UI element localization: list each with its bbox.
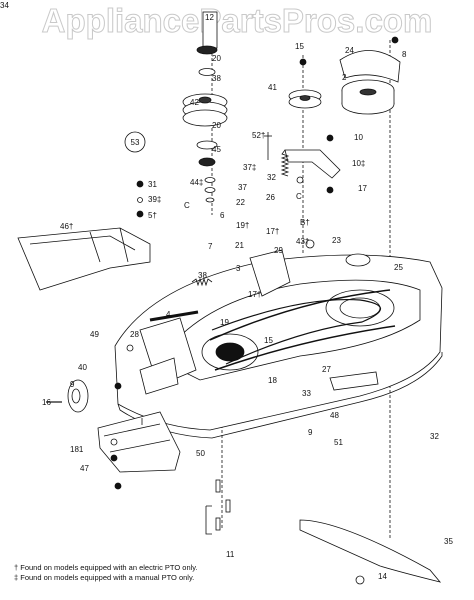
callout-28: 5† (148, 211, 157, 220)
callout-37: 43† (296, 237, 309, 246)
callout-54: 32 (430, 432, 439, 441)
callout-3: 8 (402, 50, 407, 59)
section-number: 53 (131, 138, 140, 147)
callout-59: 50 (196, 449, 205, 458)
callout-61: 35 (444, 537, 453, 546)
callout-18: 17 (358, 184, 367, 193)
callout-32: 7 (208, 242, 213, 251)
callout-51: 33 (302, 389, 311, 398)
callout-0: 12 (205, 13, 214, 22)
callout-16: 37‡ (243, 163, 256, 172)
callout-17: 37 (238, 183, 247, 192)
callout-62: 14 (378, 572, 387, 581)
callout-46: 28 (130, 330, 139, 339)
callout-26: C (296, 192, 302, 201)
callout-23: C (184, 201, 190, 210)
belt-guard-24 (339, 50, 401, 83)
callout-41: 4 (166, 310, 171, 319)
blade-35 (299, 519, 442, 583)
idler-bracket-4 (249, 249, 291, 297)
callout-47: 40 (78, 363, 87, 372)
drive-belt (211, 299, 382, 365)
section-badge: 53 (124, 131, 146, 153)
callout-38: 3 (236, 264, 241, 273)
spindle-housing-2 (341, 79, 395, 115)
callout-13: 34 (0, 1, 9, 10)
hanger-bracket (139, 357, 179, 395)
callout-7: 2 (342, 73, 347, 82)
callout-42: 17† (248, 290, 261, 299)
callout-11: 20 (212, 121, 221, 130)
callout-34: 46† (60, 222, 73, 231)
callout-49: 9 (70, 380, 75, 389)
discharge-chute-23 (17, 227, 151, 291)
callout-31: 19† (236, 221, 249, 230)
callout-57: 47 (80, 464, 89, 473)
callout-27: 32 (267, 173, 276, 182)
idler-arm-45 (284, 149, 341, 179)
callout-53: 48 (330, 411, 339, 420)
callout-14: 45 (212, 145, 221, 154)
watermark: AppliancePartsPros.com (41, 2, 433, 40)
callout-8: 42 (190, 98, 199, 107)
callout-39: 25 (394, 263, 403, 272)
callout-22: 39‡ (148, 195, 161, 204)
bearing-20 (196, 45, 218, 55)
idler-pulley-41 (288, 89, 322, 109)
callout-30: B† (300, 218, 310, 227)
callout-45: 49 (90, 330, 99, 339)
bearing-lower (196, 140, 218, 150)
callout-5: 38 (212, 74, 221, 83)
callout-33: 23 (332, 236, 341, 245)
callout-55: 181 (70, 445, 84, 454)
pulley-42 (182, 93, 228, 127)
callout-2: 24 (345, 46, 354, 55)
callout-60: 11 (226, 550, 235, 559)
callout-48: 27 (322, 365, 331, 374)
callout-6: 41 (268, 83, 277, 92)
callout-21: 22 (236, 198, 245, 207)
callout-29: 17† (266, 227, 279, 236)
callout-25: 26 (266, 193, 275, 202)
spacer-34 (198, 157, 216, 167)
wheel-bracket-50 (97, 411, 181, 473)
footnote-manual-pto: ‡ Found on models equipped with a manual… (14, 573, 195, 582)
callout-20: 44‡ (190, 178, 203, 187)
callout-40: 38 (198, 271, 207, 280)
callout-52: 16 (42, 398, 51, 407)
callout-24: 6 (220, 211, 225, 220)
callout-10: 10 (354, 133, 363, 142)
callout-19: 31 (148, 180, 157, 189)
callout-58: 51 (334, 438, 343, 447)
callout-1: 15 (295, 42, 304, 51)
footnote-electric-pto: † Found on models equipped with an elect… (14, 563, 198, 572)
callout-4: 20 (212, 54, 221, 63)
gauge-wheel-27 (67, 379, 89, 413)
callout-15: 10‡ (352, 159, 365, 168)
callout-43: 19 (220, 318, 229, 327)
callout-50: 18 (268, 376, 277, 385)
callout-56: 9 (308, 428, 313, 437)
callout-36: 29 (274, 246, 283, 255)
callout-35: 21 (235, 241, 244, 250)
spring (280, 149, 290, 177)
washer-38 (198, 68, 216, 76)
callout-9: 52† (252, 131, 265, 140)
callout-44: 15 (264, 336, 273, 345)
